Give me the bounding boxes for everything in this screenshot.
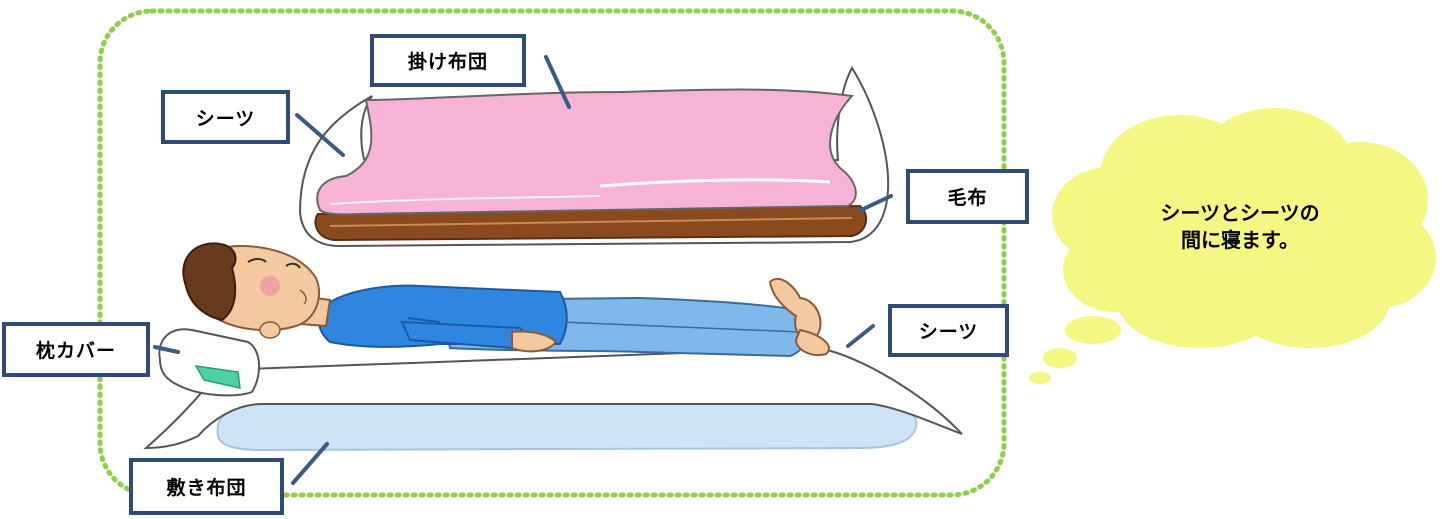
bubble-line-1: シーツとシーツの bbox=[1160, 201, 1320, 225]
thought-bubble bbox=[1029, 108, 1436, 384]
label-shikibuton: 敷き布団 bbox=[129, 458, 284, 515]
thought-dot-small bbox=[1029, 372, 1051, 384]
leader-moufu bbox=[857, 194, 893, 213]
top-bedding bbox=[298, 66, 890, 248]
leader-shikibuton bbox=[291, 442, 329, 485]
label-moufu: 毛布 bbox=[906, 169, 1029, 224]
mattress bbox=[216, 400, 918, 452]
leader-kakebuton bbox=[544, 55, 571, 109]
leader-sheet-top bbox=[295, 113, 345, 157]
leader-sheet-btm bbox=[846, 324, 875, 348]
leader-pillow bbox=[153, 345, 180, 354]
thought-bubble-text: シーツとシーツの 間に寝ます。 bbox=[1090, 200, 1390, 254]
dotted-frame bbox=[97, 8, 1007, 498]
thought-dot-medium bbox=[1043, 348, 1077, 368]
bubble-line-2: 間に寝ます。 bbox=[1181, 228, 1299, 252]
label-sheet-bottom: シーツ bbox=[888, 304, 1009, 357]
leader-lines bbox=[153, 55, 893, 485]
label-kakebuton: 掛け布団 bbox=[370, 34, 526, 87]
label-pillow-cover: 枕カバー bbox=[2, 322, 150, 377]
sleeping-person bbox=[182, 242, 830, 358]
label-sheet-top: シーツ bbox=[161, 90, 290, 144]
hair bbox=[182, 242, 237, 322]
comforter bbox=[316, 88, 857, 216]
pillow bbox=[158, 328, 260, 397]
thought-dot-large bbox=[1065, 316, 1121, 344]
bottom-bedding bbox=[143, 346, 963, 452]
